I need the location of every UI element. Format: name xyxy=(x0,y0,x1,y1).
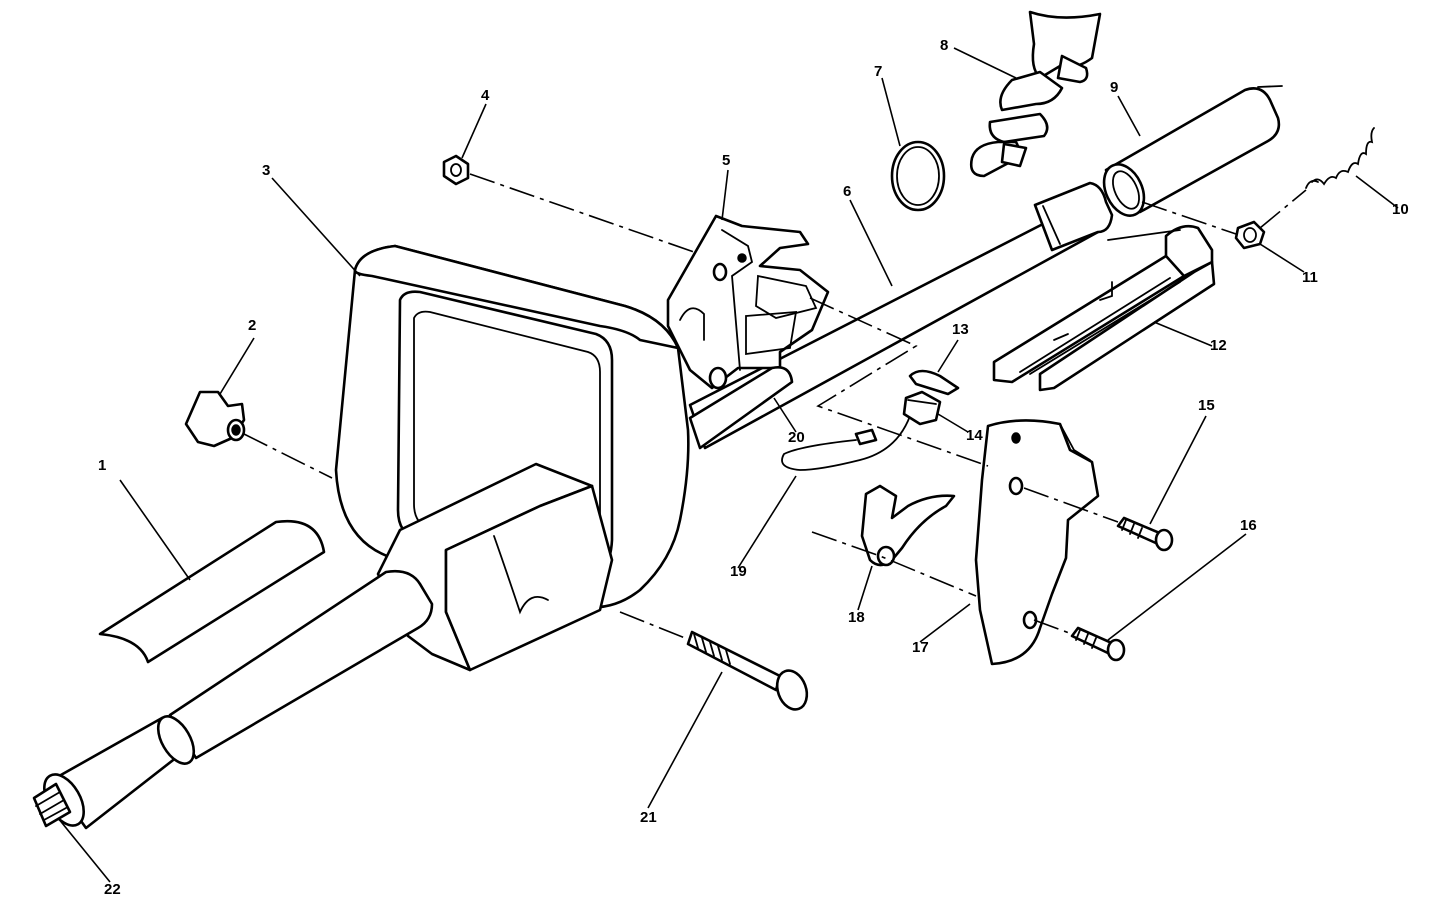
callout-numbers: 1 2 3 4 5 6 7 8 9 10 11 12 13 14 15 16 1… xyxy=(98,37,1409,898)
callout-20: 20 xyxy=(788,429,805,446)
callout-2: 2 xyxy=(248,317,256,334)
callout-8: 8 xyxy=(940,37,948,54)
plate-17 xyxy=(974,419,1100,666)
callout-5: 5 xyxy=(722,152,730,169)
callout-17: 17 xyxy=(912,639,929,656)
cable-19 xyxy=(781,409,913,471)
callout-7: 7 xyxy=(874,63,882,80)
callout-4: 4 xyxy=(481,87,490,104)
callout-6: 6 xyxy=(843,183,851,200)
cover-20 xyxy=(688,366,794,450)
main-tube-lower xyxy=(32,569,434,830)
callout-15: 15 xyxy=(1198,397,1215,414)
callout-9: 9 xyxy=(1110,79,1118,96)
switch-13 xyxy=(908,369,960,396)
lever-18 xyxy=(860,484,956,567)
switch-14 xyxy=(902,390,942,426)
shield-piece xyxy=(98,519,326,664)
callout-10: 10 xyxy=(1392,201,1409,218)
callout-19: 19 xyxy=(730,563,747,580)
nut-11 xyxy=(1234,220,1266,250)
nut-4 xyxy=(442,154,470,186)
callout-14: 14 xyxy=(966,427,983,444)
callout-11: 11 xyxy=(1302,269,1318,286)
strap-hook xyxy=(969,10,1102,178)
spring-part xyxy=(1305,127,1375,189)
handle-clamp xyxy=(376,462,614,672)
callout-1: 1 xyxy=(98,457,106,474)
channel-bracket xyxy=(992,224,1216,392)
bracket-housing xyxy=(666,214,830,390)
callout-22: 22 xyxy=(104,881,121,898)
callout-12: 12 xyxy=(1210,337,1227,354)
knob-part xyxy=(184,390,246,448)
drive-tube-upper xyxy=(688,181,1114,450)
screw-15 xyxy=(1116,516,1174,552)
leader-lines xyxy=(57,47,1399,883)
callout-21: 21 xyxy=(640,809,657,826)
screw-16 xyxy=(1070,626,1126,662)
callout-3: 3 xyxy=(262,162,270,179)
ring-part xyxy=(890,140,946,212)
callout-13: 13 xyxy=(952,321,969,338)
bolt-21 xyxy=(686,630,809,711)
center-lines xyxy=(243,173,1307,641)
grip-sleeve xyxy=(1102,85,1283,217)
callout-18: 18 xyxy=(848,609,865,626)
callout-16: 16 xyxy=(1240,517,1257,534)
